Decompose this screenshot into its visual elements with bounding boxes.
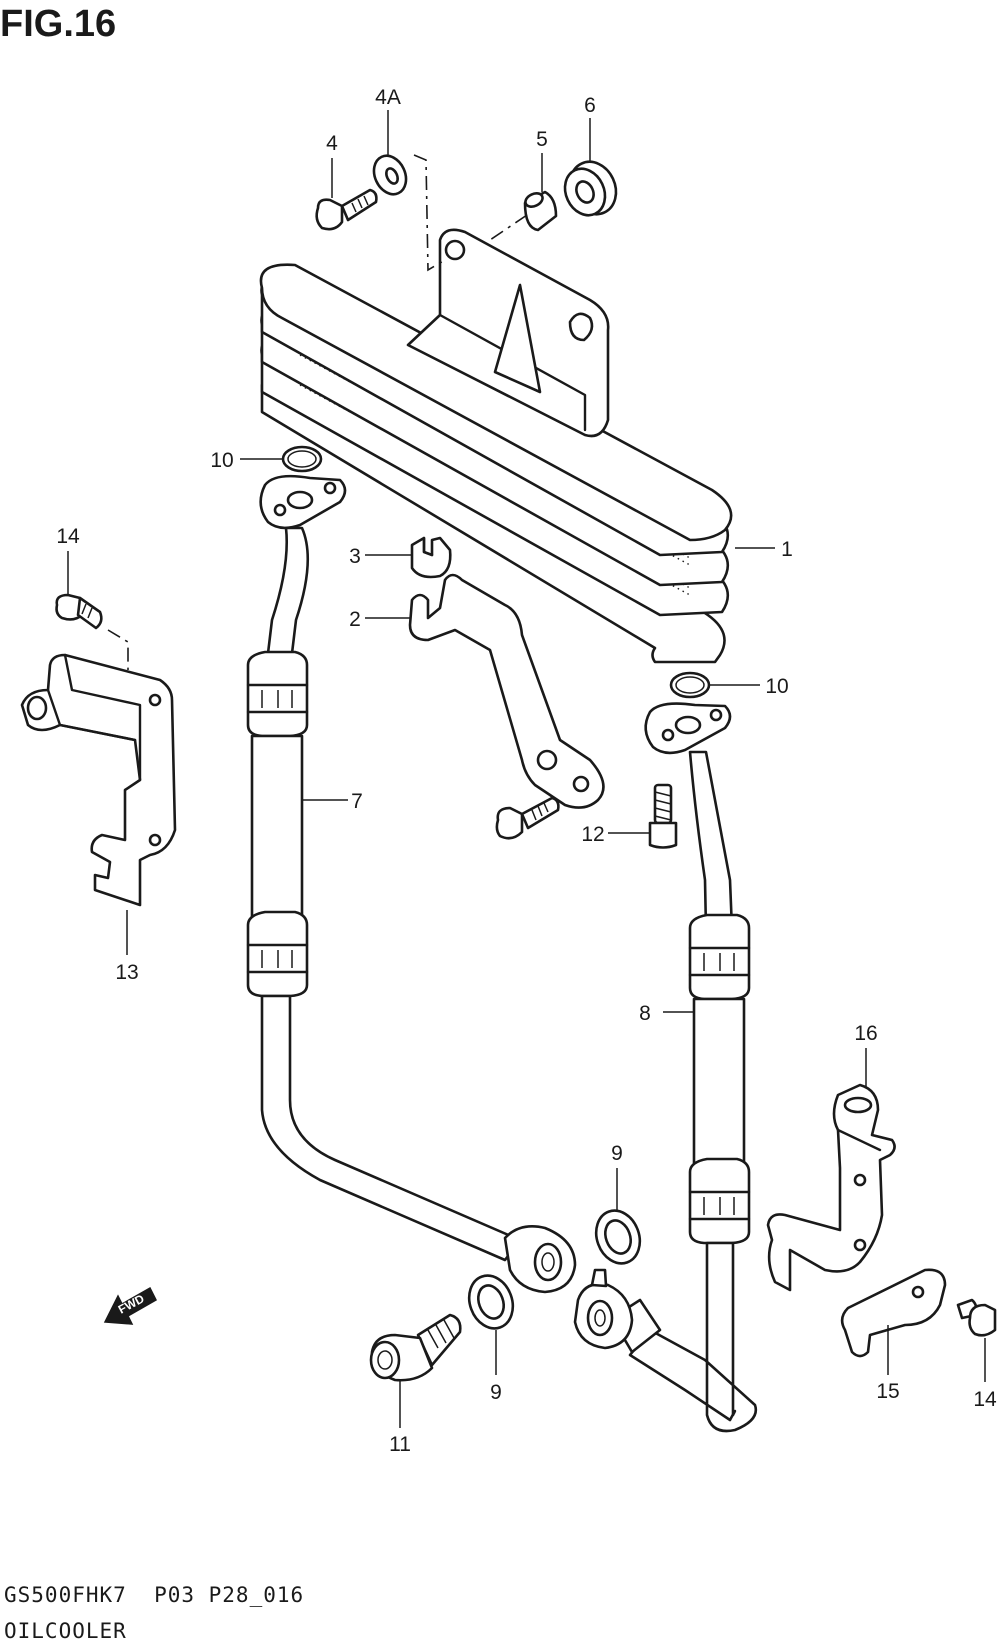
fwd-arrow-icon: FWD [103,1286,157,1325]
callout-6: 6 [584,94,596,117]
callout-13: 13 [115,961,138,984]
figure-title: FIG.16 [0,3,116,45]
callout-10-right: 10 [765,675,788,698]
hose-part-7 [246,474,577,1294]
callout-9-upper: 9 [611,1142,623,1165]
washer-part-9-lower [467,1274,515,1330]
bolt-bracket-2 [495,796,560,840]
bracket-part-15 [840,1268,947,1358]
clip-part-3 [410,536,452,579]
union-bolt-part-11 [369,1313,462,1382]
footer-section-name: OILCOOLER [4,1619,127,1643]
callout-5: 5 [536,128,548,151]
assembly-line-14-left [107,629,129,670]
grommet-part-6 [563,160,618,217]
callout-4a: 4A [375,86,401,109]
collar-part-5 [523,190,558,232]
bolt-part-14-left [55,593,103,630]
o-ring-inner-10-right [675,676,705,694]
hose-part-8 [573,702,758,1433]
bolt-part-14-right [956,1298,997,1337]
callout-3: 3 [349,545,361,568]
callout-11: 11 [389,1433,411,1456]
callout-14-right: 14 [973,1388,997,1411]
washer-part-4a [372,154,408,196]
callout-8: 8 [639,1002,651,1025]
bolt-part-12 [648,783,678,849]
bracket-part-2 [408,573,605,809]
o-ring-inner-10-top [287,450,317,468]
callout-4: 4 [326,132,338,155]
callout-9-lower: 9 [490,1381,502,1404]
assembly-line-5 [489,214,528,241]
bracket-part-13 [20,653,177,907]
callout-12: 12 [581,823,604,846]
callout-14-left: 14 [56,525,80,548]
washer-part-9-upper [594,1209,642,1265]
callout-7: 7 [351,790,363,813]
bracket-part-16 [766,1083,896,1292]
callout-16: 16 [854,1022,877,1045]
bolt-part-4 [315,188,378,231]
leader-lines [67,110,986,1428]
callout-2: 2 [349,608,361,631]
oil-cooler-part-1 [259,228,733,664]
assembly-line-4a [413,154,446,272]
callout-10-top: 10 [210,449,233,472]
callout-1: 1 [781,538,793,561]
callout-15: 15 [876,1380,899,1403]
footer-model-code: GS500FHK7 P03 P28_016 [4,1583,304,1607]
